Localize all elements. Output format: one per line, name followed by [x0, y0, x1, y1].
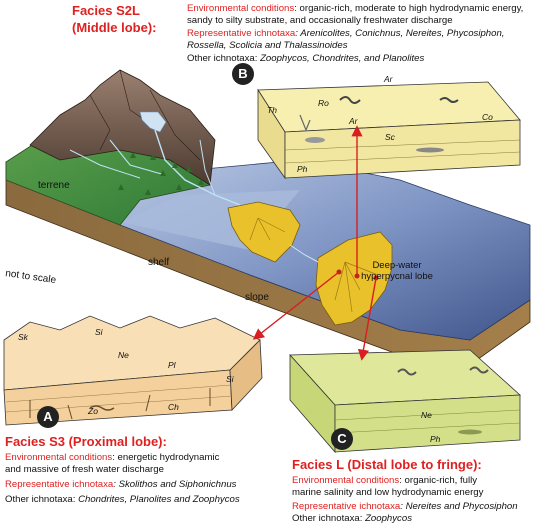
- label-c-0: Ne: [421, 410, 432, 420]
- label-b-1: Ro: [318, 98, 329, 108]
- slope-label: slope: [245, 292, 269, 303]
- tree-icons: [118, 152, 204, 195]
- faciesl-title: Facies L (Distal lobe to fringe):: [292, 457, 482, 472]
- label-b-6: Ph: [297, 164, 308, 174]
- label-a-1: Si: [95, 327, 104, 337]
- label-a-4: Si: [226, 374, 235, 384]
- lobe-label-1: Deep-water: [372, 260, 421, 271]
- block-b: [257, 81, 521, 180]
- shelf-label: shelf: [148, 257, 169, 268]
- arrow-to-c: [357, 277, 377, 361]
- s3-env-line1: Environmental conditions: energetic hydr…: [5, 452, 220, 463]
- arrow-to-a: [252, 271, 340, 340]
- faciesl-env-line1: Environmental conditions: organic-rich, …: [292, 475, 478, 486]
- s3-env-line2: and massive of fresh water discharge: [5, 464, 164, 475]
- s2l-subtitle: (Middle lobe):: [72, 20, 157, 35]
- upper-lobe: [227, 201, 301, 263]
- lobe-label-2: hyperpycnal lobe: [361, 271, 433, 282]
- marker-c: C: [331, 428, 353, 450]
- label-c-1: Ph: [430, 434, 441, 444]
- block-a-labels: Sk Si Ne Pl Si Zo Ch: [18, 327, 235, 416]
- block-c-labels: Ne Ph: [421, 410, 441, 444]
- river: [154, 129, 241, 206]
- faciesl-other: Other ichnotaxa: Zoophycos: [292, 513, 412, 524]
- s2l-title: Facies S2L: [72, 3, 140, 18]
- label-b-5: Co: [482, 112, 493, 122]
- label-b-0: Ar: [383, 74, 394, 84]
- glacier-lake: [139, 111, 167, 133]
- s2l-env-line2: sandy to silty substrate, and occasional…: [187, 15, 453, 26]
- marker-b: B: [232, 63, 254, 85]
- label-b-2: Ar: [348, 116, 359, 126]
- terrene-label: terrene: [38, 180, 70, 191]
- label-a-6: Ch: [168, 402, 179, 412]
- label-a-0: Sk: [18, 332, 29, 342]
- s2l-rep-line2: Rossella, Scolicia and Thalassinoides: [187, 40, 348, 51]
- faciesl-env-line2: marine salinity and low hydrodynamic ene…: [292, 487, 484, 498]
- block-a: [3, 315, 263, 426]
- block-b-labels: Ar Ro Ar Th Sc Co Ph: [267, 74, 493, 174]
- block-c: [289, 349, 521, 454]
- s2l-rep-line1: Representative ichnotaxa: Arenicolites, …: [187, 28, 505, 39]
- label-a-3: Pl: [168, 360, 177, 370]
- mountain: [29, 69, 216, 186]
- s2l-env-line1: Environmental conditions: organic-rich, …: [187, 3, 524, 14]
- marker-a: A: [37, 406, 59, 428]
- not-to-scale-label: not to scale: [5, 268, 58, 286]
- label-a-2: Ne: [118, 350, 129, 360]
- s3-rep: Representative ichnotaxa: Skolithos and …: [5, 479, 237, 490]
- label-b-4: Sc: [385, 132, 396, 142]
- label-b-3: Th: [267, 105, 277, 115]
- s2l-other: Other ichnotaxa: Zoophycos, Chondrites, …: [187, 53, 425, 64]
- faciesl-rep: Representative ichnotaxa: Nereites and P…: [292, 501, 518, 512]
- label-a-5: Zo: [87, 406, 98, 416]
- s3-other: Other ichnotaxa: Chondrites, Planolites …: [5, 494, 240, 505]
- s3-title: Facies S3 (Proximal lobe):: [5, 434, 167, 449]
